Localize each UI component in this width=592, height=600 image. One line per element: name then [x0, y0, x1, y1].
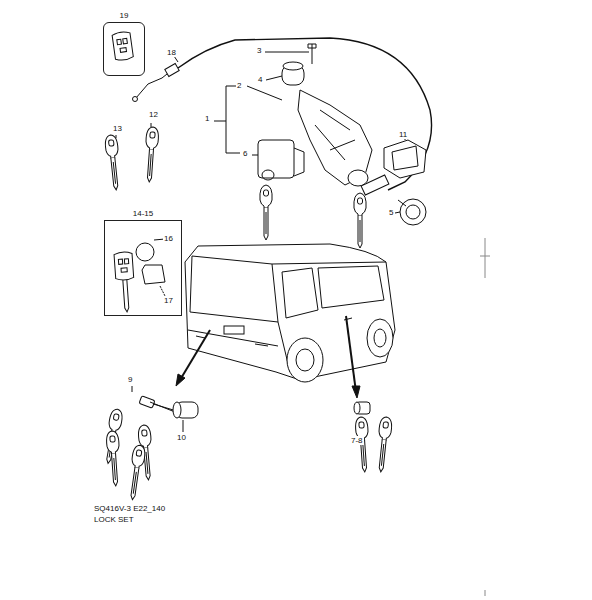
callout-number: 18	[166, 48, 177, 57]
callout-number: 12	[148, 110, 159, 119]
caption-text: SQ416V-3 E22_140	[93, 504, 166, 513]
callout-number: 14-15	[132, 209, 154, 218]
callout-number: 16	[163, 234, 174, 243]
inset-box: 19	[103, 22, 145, 76]
callout-number: 4	[257, 75, 263, 84]
callout-number: 2	[236, 81, 242, 90]
callout-number: 10	[176, 433, 187, 442]
callout-number: 3	[256, 46, 262, 55]
caption-text: LOCK SET	[93, 515, 135, 524]
callout-number: 19	[119, 11, 130, 20]
callout-number: 5	[388, 208, 394, 217]
callout-number: 11	[398, 130, 408, 139]
callout-number: 7-8	[350, 436, 364, 445]
callout-number: 13	[112, 124, 123, 133]
callout-number: 1	[204, 114, 210, 123]
callout-number: 9	[127, 375, 133, 384]
callout-number: 17	[163, 296, 174, 305]
callout-number: 6	[242, 149, 248, 158]
